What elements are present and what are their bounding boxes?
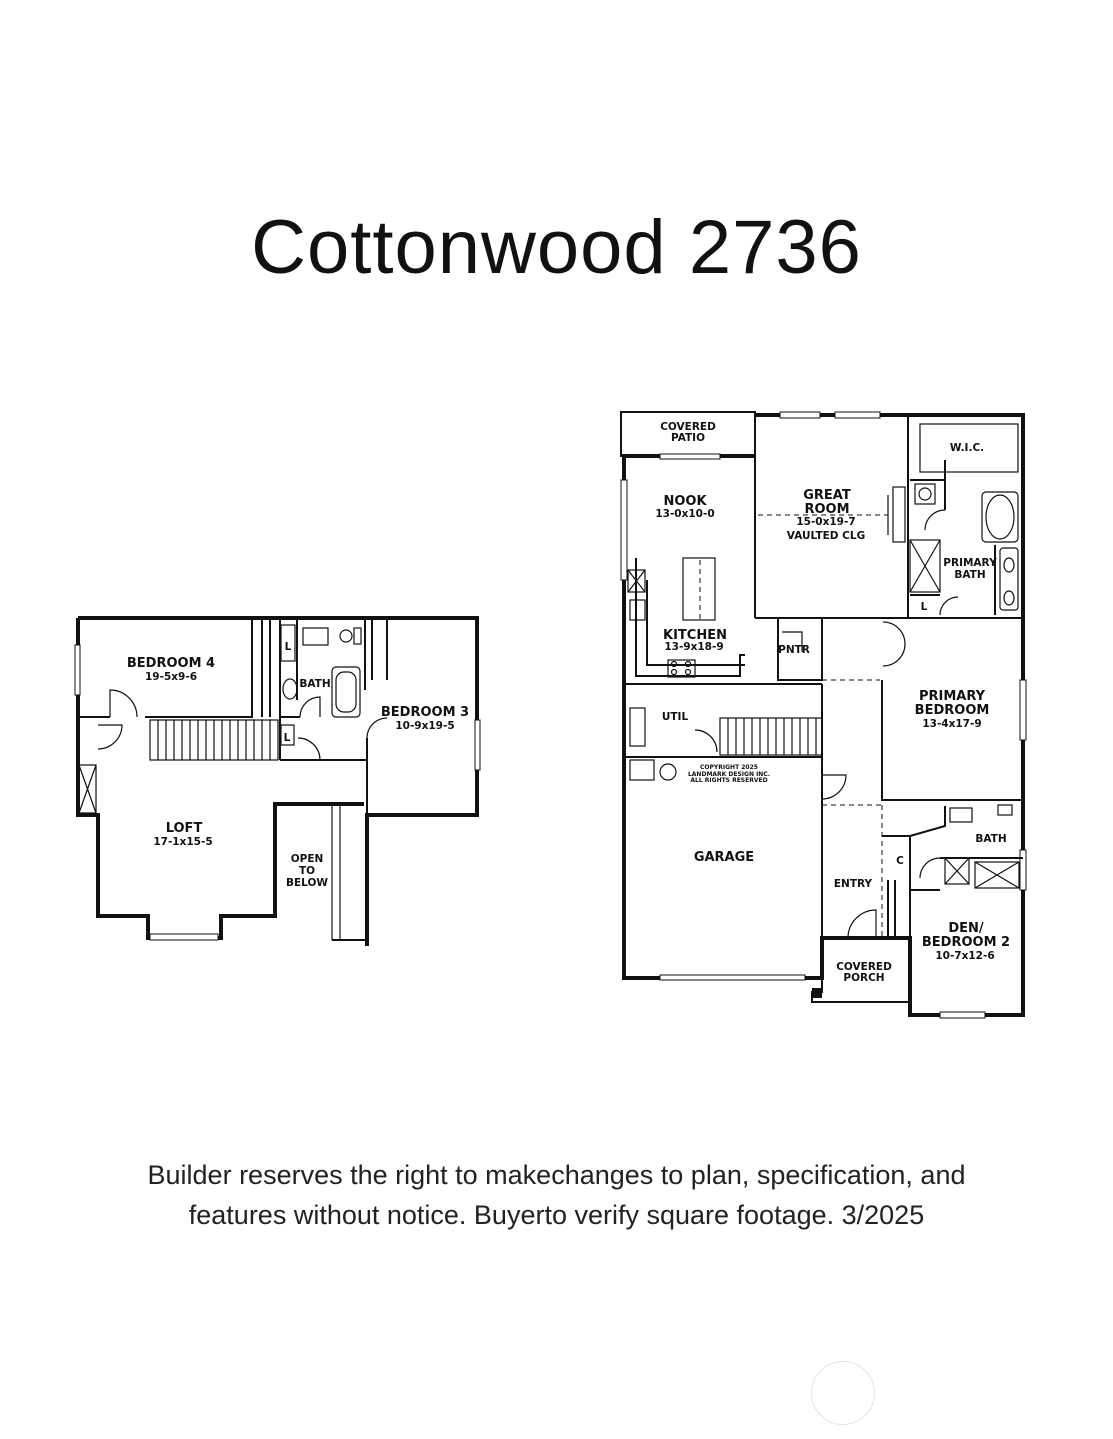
nook-label: NOOK <box>663 494 707 509</box>
upper-linen-label-1: L <box>285 641 292 653</box>
den-label-line2: BEDROOM 2 <box>922 935 1010 950</box>
upper-bath-label: BATH <box>299 678 330 690</box>
bedroom4-dimensions: 19-5x9-6 <box>145 671 197 683</box>
open-to-below-line2: TO <box>299 865 315 877</box>
copyright-line3: ALL RIGHTS RESERVED <box>690 777 767 784</box>
primary-bedroom-label-line1: PRIMARY <box>919 689 986 704</box>
great-room-label-line1: GREAT <box>803 488 851 503</box>
den-label-line1: DEN/ <box>948 921 984 936</box>
upper-linen-label-2: L <box>284 732 291 744</box>
lower-bath-label: BATH <box>975 833 1006 845</box>
kitchen-dimensions: 13-9x18-9 <box>664 641 723 653</box>
disclaimer-line1: Builder reserves the right to makechange… <box>147 1160 966 1190</box>
great-room-note: VAULTED CLG <box>787 530 865 542</box>
covered-patio-line1: COVERED <box>660 421 716 433</box>
wic-label: W.I.C. <box>950 442 984 454</box>
disclaimer: Builder reserves the right to makechange… <box>40 1155 1073 1235</box>
garage-label: GARAGE <box>694 850 754 865</box>
great-room-dimensions: 15-0x19-7 <box>796 516 855 528</box>
loft-label: LOFT <box>166 821 203 836</box>
bedroom3-label: BEDROOM 3 <box>381 705 469 720</box>
closet-label: C <box>896 855 904 867</box>
bedroom3-dimensions: 10-9x19-5 <box>395 720 454 732</box>
covered-patio-line2: PATIO <box>671 432 705 444</box>
primary-bath-line2: BATH <box>954 569 985 581</box>
kitchen-label: KITCHEN <box>663 628 727 643</box>
page-title: Cottonwood 2736 <box>251 205 862 290</box>
open-to-below-line1: OPEN <box>291 853 324 865</box>
loft-dimensions: 17-1x15-5 <box>153 836 212 848</box>
upper-floor-plan: BEDROOM 4 19-5x9-6 BEDROOM 3 10-9x19-5 B… <box>74 616 481 946</box>
floor-plans: BEDROOM 4 19-5x9-6 BEDROOM 3 10-9x19-5 B… <box>74 411 1027 1019</box>
copyright-line1: COPYRIGHT 2025 <box>700 764 758 771</box>
covered-porch-line2: PORCH <box>843 972 884 984</box>
util-label: UTIL <box>662 711 689 723</box>
nook-dimensions: 13-0x10-0 <box>655 508 714 520</box>
open-to-below-line3: BELOW <box>286 877 328 889</box>
primary-bedroom-label-line2: BEDROOM <box>915 703 990 718</box>
main-floor-plan: COVERED PATIO NOOK 13-0x10-0 GREAT ROOM … <box>620 411 1027 1019</box>
covered-porch-line1: COVERED <box>836 961 892 973</box>
bedroom4-label: BEDROOM 4 <box>127 656 215 671</box>
copyright-line2: LANDMARK DESIGN INC. <box>688 771 770 778</box>
pantry-label: PNTR <box>778 644 810 656</box>
primary-bedroom-dimensions: 13-4x17-9 <box>922 718 981 730</box>
disclaimer-line2: features without notice. Buyerto verify … <box>188 1200 925 1230</box>
den-dimensions: 10-7x12-6 <box>935 950 994 962</box>
great-room-label-line2: ROOM <box>804 502 849 517</box>
main-linen-label: L <box>921 601 928 613</box>
primary-bath-line1: PRIMARY <box>943 557 997 569</box>
watermark-logo <box>811 1361 875 1425</box>
entry-label: ENTRY <box>834 878 873 890</box>
